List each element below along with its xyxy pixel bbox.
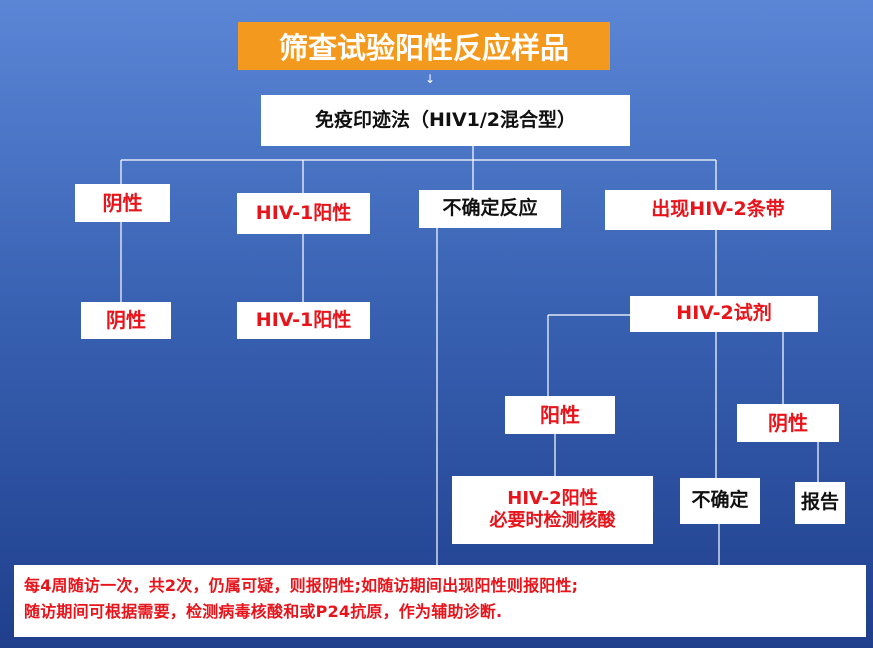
branch-negative: 阴性: [75, 184, 170, 222]
hiv2-positive: 阳性: [505, 396, 615, 434]
followup-note-line2: 随访期间可根据需要，检测病毒核酸和或P24抗原，作为辅助诊断.: [24, 602, 503, 621]
hiv2-positive-note-line1: HIV-2阳性: [507, 487, 598, 509]
method-box: 免疫印迹法（HIV1/2混合型）: [261, 95, 630, 146]
branch-hiv1-positive: HIV-1阳性: [237, 193, 370, 234]
result-hiv1-positive: HIV-1阳性: [237, 302, 370, 339]
down-arrow-icon: ↓: [425, 72, 436, 86]
hiv2-negative: 阴性: [737, 404, 839, 442]
hiv2-reagent-box: HIV-2试剂: [630, 296, 818, 332]
result-negative: 阴性: [81, 302, 171, 339]
followup-note-line1: 每4周随访一次，共2次，仍属可疑，则报阴性;如随访期间出现阳性则报阳性;: [24, 576, 579, 595]
hiv2-positive-note: HIV-2阳性 必要时检测核酸: [452, 476, 653, 544]
diagram-title: 筛查试验阳性反应样品: [238, 22, 610, 70]
branch-hiv2-band: 出现HIV-2条带: [605, 190, 831, 230]
followup-note-box: 每4周随访一次，共2次，仍属可疑，则报阴性;如随访期间出现阳性则报阳性; 随访期…: [14, 565, 866, 637]
report-box: 报告: [795, 482, 845, 524]
branch-indeterminate: 不确定反应: [419, 190, 561, 228]
hiv2-indeterminate: 不确定: [680, 478, 760, 524]
hiv2-positive-note-line2: 必要时检测核酸: [489, 510, 616, 531]
